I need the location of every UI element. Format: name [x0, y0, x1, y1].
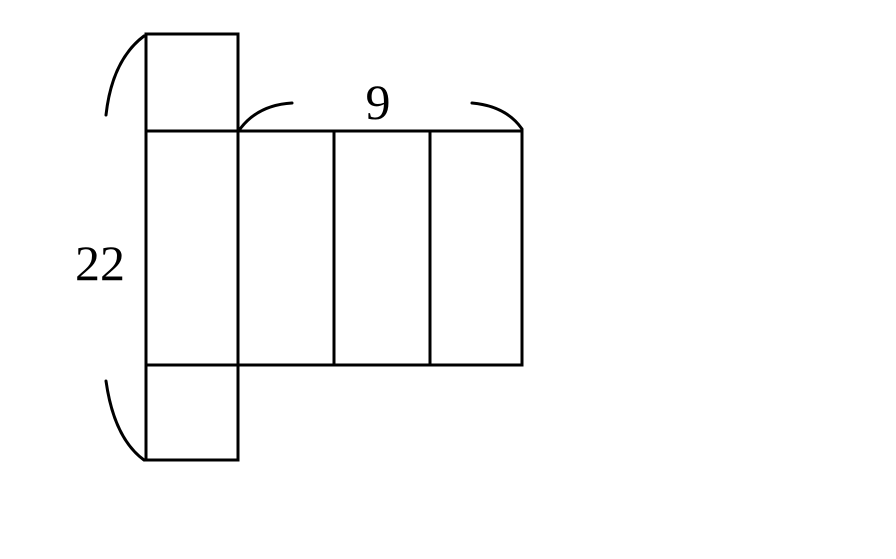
width-label: 9 [366, 74, 391, 130]
net-top-face [144, 32, 240, 133]
height-brace-bottom [104, 379, 146, 462]
net-face-3 [332, 129, 432, 367]
height-brace-top [104, 34, 146, 117]
height-label: 22 [75, 235, 125, 291]
net-face-4 [428, 129, 524, 367]
width-brace-right [470, 101, 524, 131]
width-brace-left [238, 101, 294, 131]
net-face-1 [144, 129, 240, 367]
net-bottom-face [144, 363, 240, 462]
net-face-2 [236, 129, 336, 367]
